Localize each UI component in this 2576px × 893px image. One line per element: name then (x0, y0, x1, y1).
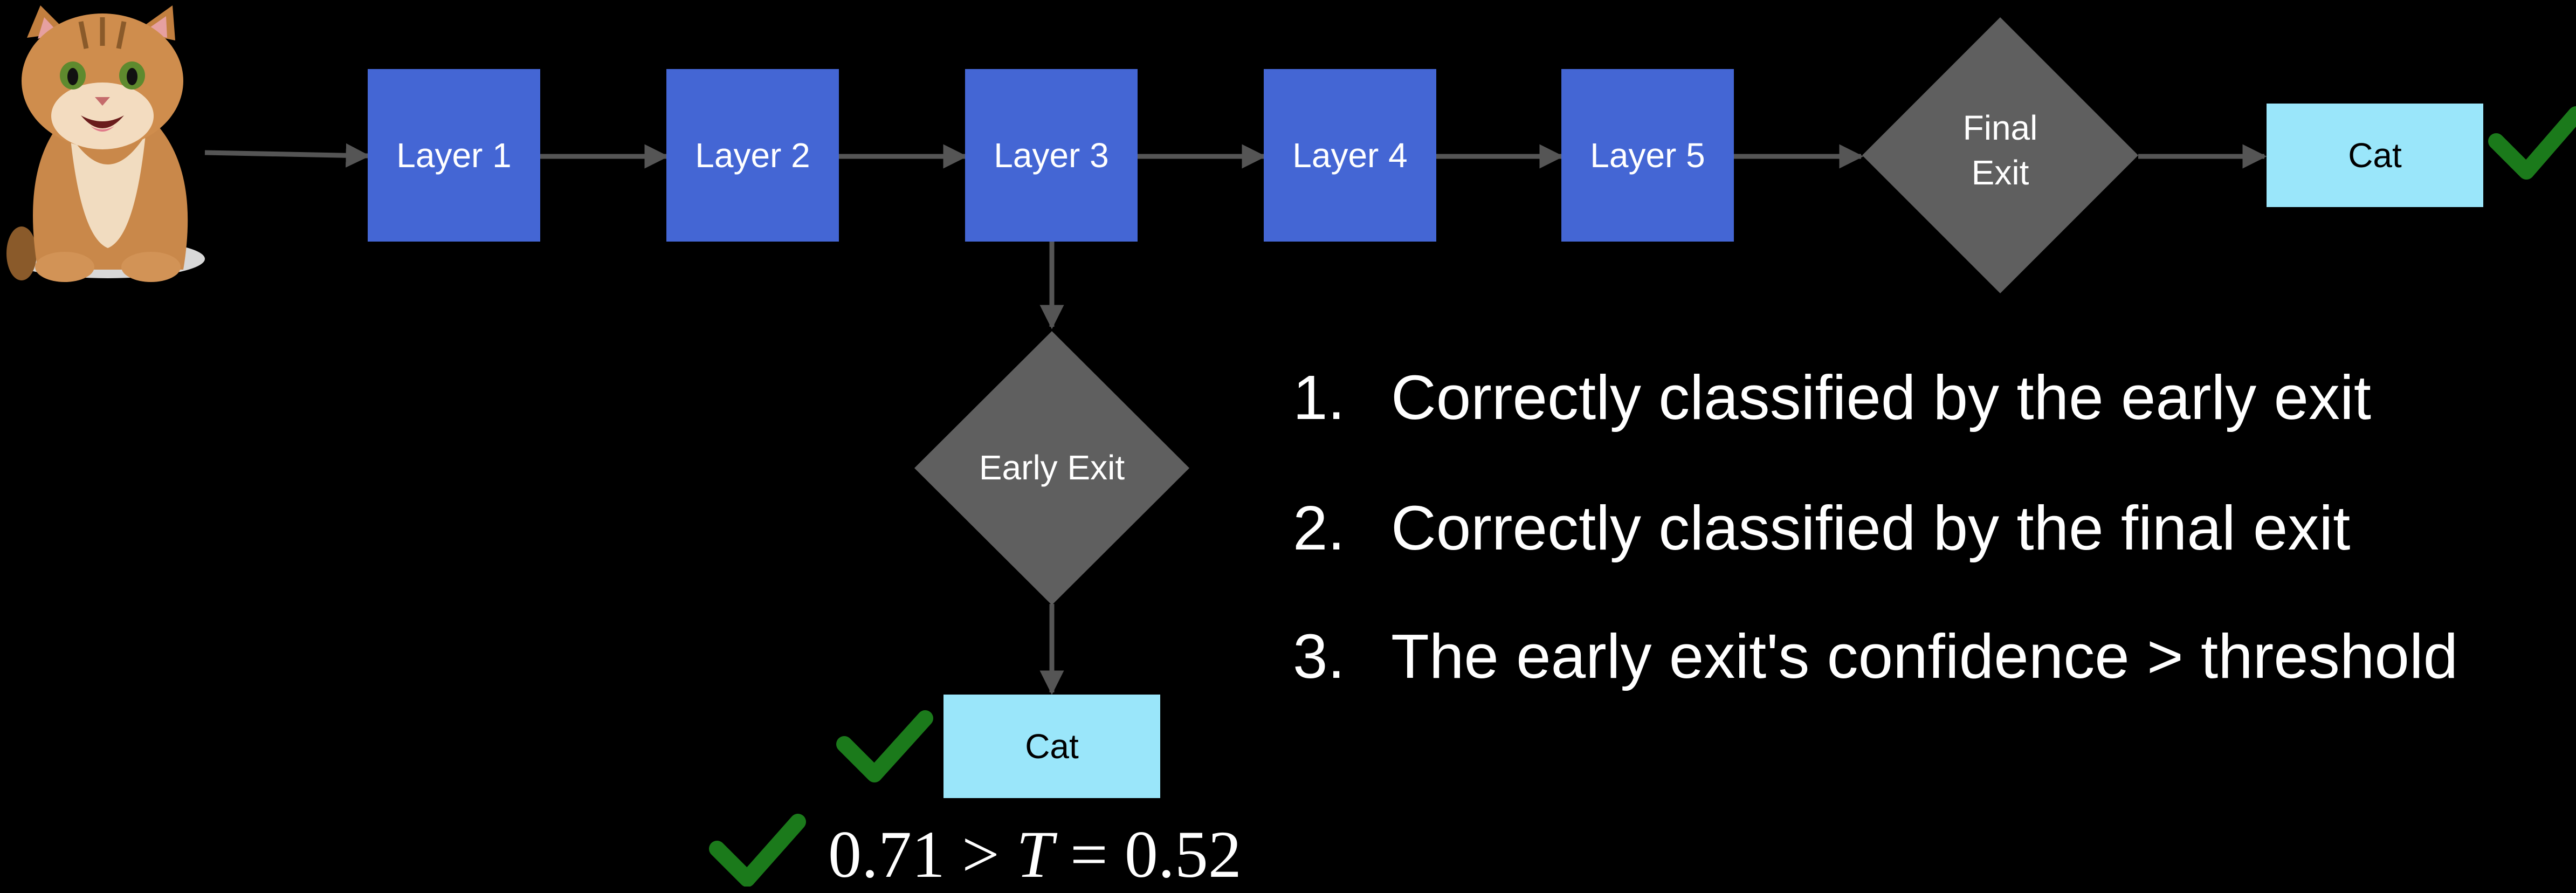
checkmark-icon (709, 814, 806, 887)
condition-1-text: Correctly classified by the early exit (1391, 362, 2371, 432)
condition-1-number: 1. (1293, 362, 1345, 432)
early-output-box: Cat (943, 695, 1160, 798)
layer-4-box: Layer 4 (1264, 69, 1436, 242)
greater-than-sign: > (962, 818, 1000, 891)
layer-2-box: Layer 2 (666, 69, 839, 242)
final-output-label: Cat (2348, 136, 2402, 175)
final-exit-label: Final Exit (1919, 106, 2081, 195)
final-exit-label-line-2: Exit (1971, 153, 2029, 193)
early-exit-diamond (914, 331, 1189, 605)
threshold-variable: T (1016, 818, 1053, 891)
layer-2-label: Layer 2 (695, 136, 810, 175)
condition-2-number: 2. (1293, 493, 1345, 563)
early-output-label: Cat (1025, 727, 1079, 766)
condition-2-text: Correctly classified by the final exit (1391, 493, 2351, 563)
cat-image (6, 5, 205, 282)
checkmark-icon (836, 710, 933, 782)
layer-3-box: Layer 3 (965, 69, 1138, 242)
condition-2: 2. Correctly classified by the final exit (1293, 492, 2350, 564)
arrow-input-to-layer-1 (204, 143, 370, 168)
layer-1-label: Layer 1 (396, 136, 512, 175)
early-exit-label: Early Exit (979, 448, 1125, 487)
layer-5-label: Layer 5 (1590, 136, 1705, 175)
equals-sign: = (1070, 818, 1108, 891)
layer-1-box: Layer 1 (368, 69, 540, 242)
condition-3-number: 3. (1293, 621, 1345, 691)
confidence-formula: 0.71 > T = 0.52 (828, 816, 1242, 893)
checkmark-icon (2488, 106, 2576, 180)
layer-3-label: Layer 3 (994, 136, 1109, 175)
final-exit-label-line-1: Final (1962, 108, 2038, 147)
condition-1: 1. Correctly classified by the early exit (1293, 361, 2371, 434)
final-output-box: Cat (2267, 104, 2483, 207)
layer-4-label: Layer 4 (1292, 136, 1408, 175)
threshold-value: 0.52 (1124, 818, 1242, 891)
layer-5-box: Layer 5 (1561, 69, 1734, 242)
final-exit-diamond (1862, 17, 2138, 293)
confidence-value: 0.71 (828, 818, 945, 891)
condition-3: 3. The early exit's confidence > threshol… (1293, 620, 2458, 692)
condition-3-text: The early exit's confidence > threshold (1391, 621, 2458, 691)
